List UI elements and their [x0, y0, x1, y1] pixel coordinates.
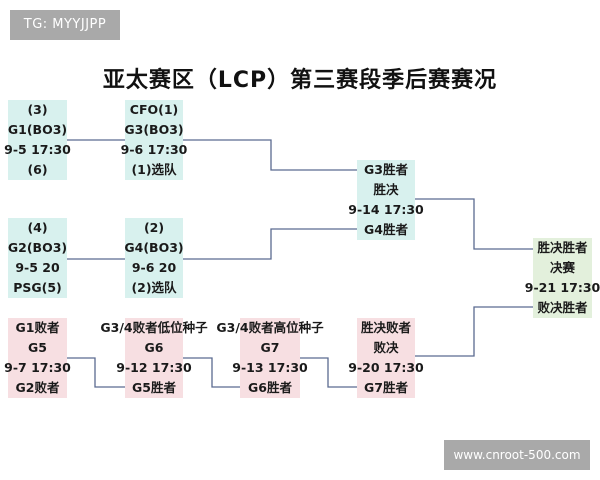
- g4-line3: 9-6 20: [131, 260, 177, 275]
- g7-line1: G3/4败者高位种子: [216, 320, 324, 335]
- match-box-g1: (3) G1(BO3) 9-5 17:30 (6): [4, 100, 71, 180]
- g4-line4: (2)选队: [131, 280, 177, 295]
- wf-line4: G4胜者: [364, 222, 408, 237]
- lf-line2: 败决: [373, 340, 399, 355]
- connector-g7-lf: [300, 357, 357, 388]
- gf-line2: 决赛: [549, 260, 575, 275]
- g7-line3: 9-13 17:30: [232, 360, 308, 375]
- match-box-losers-final: 胜决败者 败决 9-20 17:30 G7胜者: [348, 318, 424, 398]
- connector-g5-g6: [67, 357, 125, 388]
- match-box-g4: (2) G4(BO3) 9-6 20 (2)选队: [124, 218, 184, 298]
- g2-line1: (4): [27, 220, 48, 235]
- g1-line1: (3): [27, 102, 48, 117]
- g2-line3: 9-5 20: [15, 260, 60, 275]
- connector-g6-g7: [183, 357, 240, 388]
- g3-line2: G3(BO3): [124, 122, 184, 137]
- watermark-bottom: www.cnroot-500.com: [444, 440, 590, 470]
- connector-g3-wf: [183, 139, 357, 171]
- g5-line4: G2败者: [15, 380, 60, 395]
- g3-line1: CFO(1): [129, 102, 179, 117]
- g3-line4: (1)选队: [131, 162, 177, 177]
- lf-line3: 9-20 17:30: [348, 360, 424, 375]
- g1-line4: (6): [27, 162, 48, 177]
- g7-line4: G6胜者: [248, 380, 292, 395]
- wf-line1: G3胜者: [364, 162, 408, 177]
- match-box-winners-final: G3胜者 胜决 9-14 17:30 G4胜者: [348, 160, 424, 240]
- g5-line1: G1败者: [15, 320, 60, 335]
- connector-g4-wf: [183, 228, 357, 260]
- g4-line1: (2): [143, 220, 165, 235]
- match-box-g3: CFO(1) G3(BO3) 9-6 17:30 (1)选队: [121, 100, 187, 180]
- g7-line2: G7: [260, 340, 280, 355]
- connector-wf-gf: [415, 198, 533, 250]
- g5-line3: 9-7 17:30: [4, 360, 71, 375]
- lf-line1: 胜决败者: [360, 320, 411, 335]
- g3-line3: 9-6 17:30: [120, 142, 188, 157]
- gf-line4: 败决胜者: [537, 300, 588, 315]
- g5-line2: G5: [28, 340, 47, 355]
- wf-line2: 胜决: [373, 182, 399, 197]
- lf-line4: G7胜者: [364, 380, 408, 395]
- g6-line2: G6: [144, 340, 164, 355]
- gf-line3: 9-21 17:30: [524, 280, 600, 295]
- connector-lf-gf: [415, 306, 533, 357]
- gf-line1: 胜决胜者: [537, 240, 588, 255]
- g2-line2: G2(BO3): [7, 240, 68, 255]
- g4-line2: G4(BO3): [124, 240, 184, 255]
- g6-line4: G5胜者: [132, 380, 176, 395]
- watermark-top: TG: MYYJJPP: [10, 10, 120, 40]
- match-box-grand-final: 胜决胜者 决赛 9-21 17:30 败决胜者: [525, 238, 600, 318]
- wf-line3: 9-14 17:30: [348, 202, 424, 217]
- match-box-g2: (4) G2(BO3) 9-5 20 PSG(5): [8, 218, 67, 298]
- match-box-g7: G3/4败者高位种子 G7 9-13 17:30 G6胜者: [216, 318, 324, 398]
- g1-line2: G1(BO3): [7, 122, 68, 137]
- match-box-g6: G3/4败者低位种子 G6 9-12 17:30 G5胜者: [100, 318, 208, 398]
- g2-line4: PSG(5): [13, 280, 62, 295]
- g6-line1: G3/4败者低位种子: [100, 320, 208, 335]
- page-title: 亚太赛区（LCP）第三赛段季后赛赛况: [102, 68, 498, 93]
- g1-line3: 9-5 17:30: [4, 142, 71, 157]
- match-box-g5: G1败者 G5 9-7 17:30 G2败者: [4, 318, 71, 398]
- g6-line3: 9-12 17:30: [116, 360, 192, 375]
